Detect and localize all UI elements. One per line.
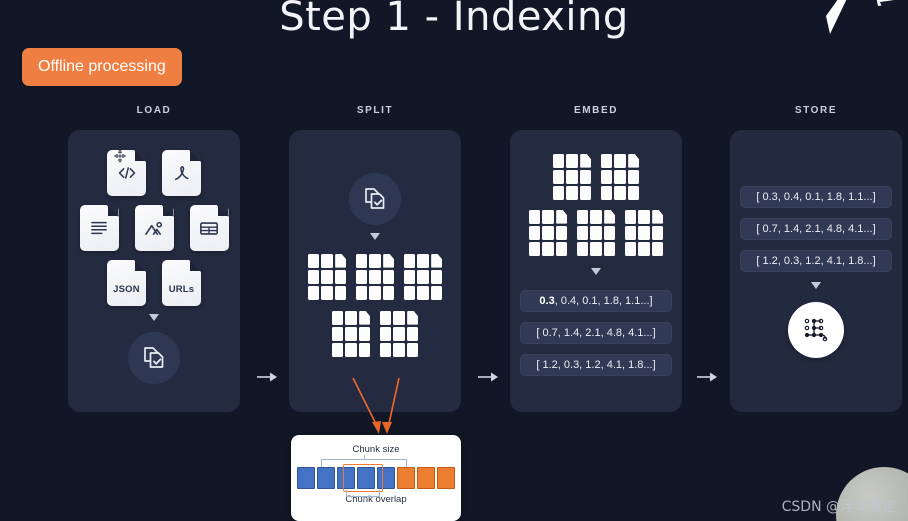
chunk-overlap-bracket: [346, 490, 380, 501]
mouse-cursor: [114, 150, 126, 163]
chunk-block: [297, 467, 315, 489]
chunk-callout-connectors: [352, 377, 400, 434]
page-fold: [134, 260, 146, 272]
pdf-glyph: [174, 165, 189, 181]
code-file-icon[interactable]: [107, 150, 146, 196]
code-glyph: [118, 167, 135, 179]
stored-vector-pill[interactable]: [ 1.2, 0.3, 1.2, 4.1, 1.8...]: [740, 250, 892, 272]
chunk-doc-row: [289, 254, 461, 300]
spreadsheet-file-icon[interactable]: [189, 205, 229, 251]
flow-arrow-icon: [478, 372, 498, 382]
down-arrow-icon: [149, 314, 159, 321]
chunk-doc-icon[interactable]: [600, 154, 640, 200]
page-fold: [189, 150, 201, 162]
down-arrow-icon: [370, 233, 380, 240]
chunk-block: [437, 467, 455, 489]
json-file-icon[interactable]: JSON: [107, 260, 146, 306]
vector-database-glyph: [804, 318, 828, 342]
chunk-block: [417, 467, 435, 489]
page-fold: [216, 205, 229, 217]
document-check-icon[interactable]: [128, 332, 180, 384]
pdf-file-icon[interactable]: [162, 150, 201, 196]
urls-file-icon[interactable]: URLs: [162, 260, 201, 306]
embedding-vector-pill[interactable]: [ 0.7, 1.4, 2.1, 4.8, 4.1...]: [520, 322, 672, 344]
chunk-overlap-label: Chunk overlap: [345, 494, 407, 505]
table-glyph: [200, 221, 218, 235]
chunk-doc-row: [289, 311, 461, 357]
chunk-doc-icon[interactable]: [307, 254, 347, 300]
page-fold: [161, 205, 174, 217]
chunk-block: [337, 467, 355, 489]
down-arrow-icon: [591, 268, 601, 275]
page-fold: [134, 150, 146, 162]
chunk-doc-icon[interactable]: [576, 210, 616, 256]
chunk-block: [357, 467, 375, 489]
stage-header-load: LOAD: [136, 105, 172, 116]
stage-header-split: SPLIT: [356, 105, 394, 116]
pipeline-stage-embed: EMBED: [510, 105, 682, 412]
document-check-glyph: [144, 347, 164, 368]
page-title: Step 1 - Indexing: [279, 0, 629, 40]
stage-panel-load: JSON URLs: [68, 130, 240, 412]
stage-panel-split: [289, 130, 461, 412]
stage-panel-store: [ 0.3, 0.4, 0.1, 1.8, 1.1...] [ 0.7, 1.4…: [730, 130, 902, 412]
flow-arrow-icon: [257, 372, 277, 382]
stage-panel-embed: 0.3, 0.4, 0.1, 1.8, 1.1...] [ 0.7, 1.4, …: [510, 130, 682, 412]
chunk-doc-row: [510, 154, 682, 200]
chunk-blocks-row: [291, 455, 461, 501]
document-check-icon[interactable]: [349, 173, 401, 225]
pipeline-stage-split: SPLIT: [289, 105, 461, 412]
file-row: [68, 205, 240, 251]
urls-file-label: URLs: [168, 283, 195, 295]
image-file-icon[interactable]: [134, 205, 174, 251]
vector-rest: , 0.4, 0.1, 1.8, 1.1...]: [554, 295, 653, 307]
text-lines-glyph: [91, 221, 107, 235]
stage-header-store: STORE: [794, 105, 838, 116]
vector-database-icon[interactable]: [788, 302, 844, 358]
vector-first-token: 0.3: [539, 295, 555, 307]
chunk-doc-icon[interactable]: [552, 154, 592, 200]
chunk-doc-icon[interactable]: [331, 311, 371, 357]
chunk-doc-icon[interactable]: [355, 254, 395, 300]
chunk-doc-row: [510, 210, 682, 256]
embedding-vector-pill[interactable]: [ 1.2, 0.3, 1.2, 4.1, 1.8...]: [520, 354, 672, 376]
file-row: [68, 150, 240, 196]
stage-header-embed: EMBED: [573, 105, 619, 116]
page-fold: [189, 260, 201, 272]
page-fold: [106, 205, 119, 217]
chunk-size-bracket: [321, 455, 407, 467]
stored-vector-pill[interactable]: [ 0.3, 0.4, 0.1, 1.8, 1.1...]: [740, 186, 892, 208]
chunk-doc-icon[interactable]: [379, 311, 419, 357]
chunk-block: [397, 467, 415, 489]
chunk-block: [317, 467, 335, 489]
chunk-doc-icon[interactable]: [403, 254, 443, 300]
pipeline-stage-load: LOAD: [68, 105, 240, 412]
chunk-size-label: Chunk size: [352, 444, 400, 455]
chunk-block: [377, 467, 395, 489]
text-file-icon[interactable]: [79, 205, 119, 251]
chunk-doc-icon[interactable]: [528, 210, 568, 256]
flow-arrow-icon: [697, 372, 717, 382]
embedding-vector-pill[interactable]: 0.3, 0.4, 0.1, 1.8, 1.1...]: [520, 290, 672, 312]
pipeline-stage-store: STORE [ 0.3, 0.4, 0.1, 1.8, 1.1...] [ 0.…: [730, 105, 902, 412]
document-check-glyph: [365, 188, 385, 209]
stored-vector-pill[interactable]: [ 0.7, 1.4, 2.1, 4.8, 4.1...]: [740, 218, 892, 240]
file-type-grid: JSON URLs: [68, 150, 240, 315]
status-badge: Offline processing: [22, 48, 182, 86]
chunk-doc-icon[interactable]: [624, 210, 664, 256]
pipeline-columns: LOAD: [0, 105, 908, 435]
json-file-label: JSON: [113, 283, 140, 295]
down-arrow-icon: [811, 282, 821, 289]
chunk-callout-card: Chunk size Chunk overlap: [291, 435, 461, 521]
file-row: JSON URLs: [68, 260, 240, 306]
watermark-text: CSDN @浮华落定: [781, 499, 896, 515]
image-glyph: [144, 221, 162, 235]
